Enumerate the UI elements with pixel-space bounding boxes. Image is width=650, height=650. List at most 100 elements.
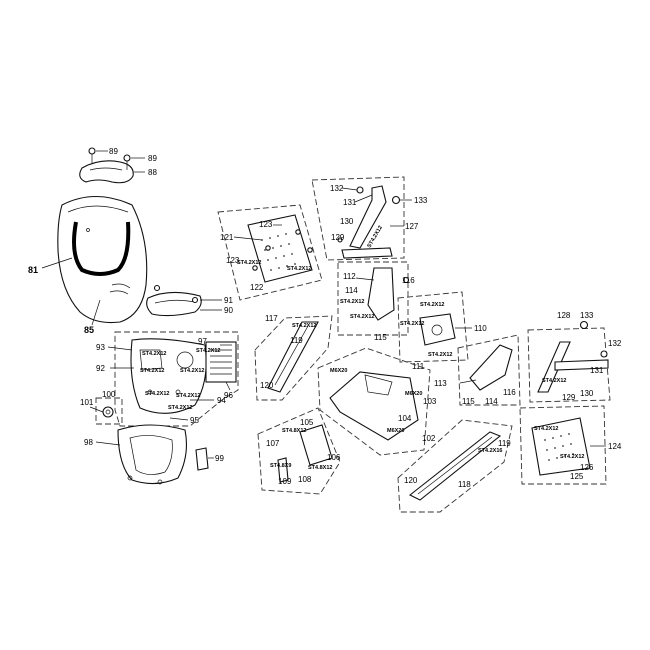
part-96-cover-97-screws bbox=[205, 341, 237, 383]
callout-122: 122 bbox=[250, 283, 264, 292]
callout-115-a: 115 bbox=[374, 333, 387, 342]
screw-label-11: ST4.2X12 bbox=[340, 299, 364, 305]
callout-91: 91 bbox=[224, 296, 233, 305]
callout-103: 103 bbox=[423, 397, 437, 406]
callout-116-b: 116 bbox=[503, 388, 516, 397]
callout-120-b: 120 bbox=[404, 476, 418, 485]
screw-label-8: ST4.2X12 bbox=[237, 260, 261, 266]
part-112-cover bbox=[367, 267, 410, 321]
part-113-panel bbox=[469, 344, 513, 391]
group-box-110-111 bbox=[397, 291, 469, 363]
part-110-housing bbox=[419, 313, 456, 346]
callout-88: 88 bbox=[148, 168, 157, 177]
callout-120-a: 120 bbox=[260, 381, 274, 390]
part-102-center-panel bbox=[329, 371, 419, 441]
screw-label-3: ST4.2X12 bbox=[180, 368, 204, 374]
screw-label-12: ST4.2X12 bbox=[350, 314, 374, 320]
screw-label-15: ST4.2X12 bbox=[428, 352, 452, 358]
screw-label-2: ST4.2X12 bbox=[140, 368, 164, 374]
callout-119-a: 119 bbox=[290, 336, 303, 345]
part-127-bracket bbox=[337, 185, 401, 259]
callout-133-a: 133 bbox=[414, 196, 428, 205]
part-90-cover bbox=[146, 284, 202, 317]
screw-label-7: ST4.2X12 bbox=[196, 348, 220, 354]
callout-114-b: 114 bbox=[485, 397, 498, 406]
callout-85: 85 bbox=[84, 325, 94, 335]
callout-89-b: 89 bbox=[148, 154, 157, 163]
callout-81: 81 bbox=[28, 265, 38, 275]
callout-102: 102 bbox=[422, 434, 436, 443]
callout-117: 117 bbox=[265, 314, 278, 323]
screw-label-21: ST4.8X9 bbox=[270, 463, 291, 469]
callout-116-a: 116 bbox=[402, 276, 415, 285]
callout-115-b: 115 bbox=[462, 397, 475, 406]
callout-131-b: 131 bbox=[590, 366, 604, 375]
callout-89-a: 89 bbox=[109, 147, 118, 156]
callout-99: 99 bbox=[215, 454, 224, 463]
screw-label-20: ST4.8X12 bbox=[282, 428, 306, 434]
callout-112: 112 bbox=[343, 272, 356, 281]
callout-104: 104 bbox=[398, 414, 412, 423]
group-box-127-133 bbox=[311, 176, 405, 261]
callout-106: 106 bbox=[327, 453, 341, 462]
callout-123-b: 123 bbox=[226, 256, 240, 265]
group-box-112-116 bbox=[337, 261, 409, 336]
screw-label-5: ST4.2X12 bbox=[176, 393, 200, 399]
callout-114-a: 114 bbox=[345, 286, 358, 295]
group-box-102-104 bbox=[317, 347, 431, 456]
callout-129-b: 129 bbox=[562, 393, 576, 402]
screw-label-18: M6X20 bbox=[405, 391, 422, 397]
callout-130-a: 130 bbox=[340, 217, 354, 226]
screw-label-4: ST4.2X12 bbox=[145, 391, 169, 397]
callout-132-a: 132 bbox=[330, 184, 344, 193]
group-box-128-133 bbox=[527, 327, 611, 403]
callout-105: 105 bbox=[300, 418, 314, 427]
callout-90: 90 bbox=[224, 306, 233, 315]
part-88-bracket bbox=[79, 147, 134, 184]
callout-126: 126 bbox=[580, 463, 594, 472]
part-98-lower-cover bbox=[117, 424, 187, 485]
callout-125: 125 bbox=[570, 472, 584, 481]
callout-119-b: 119 bbox=[498, 439, 511, 448]
callout-127: 127 bbox=[405, 222, 419, 231]
callout-98: 98 bbox=[84, 438, 93, 447]
screw-label-26: ST4.2X16 bbox=[478, 448, 502, 454]
group-box-124-126 bbox=[519, 405, 607, 485]
screw-label-13: ST4.2X12 bbox=[420, 302, 444, 308]
callout-100: 100 bbox=[102, 390, 116, 399]
screw-label-22: ST4.8X12 bbox=[308, 465, 332, 471]
callout-133-b: 133 bbox=[580, 311, 594, 320]
screw-label-1: ST4.2X12 bbox=[142, 351, 166, 357]
screw-label-24: ST4.2X12 bbox=[534, 426, 558, 432]
callout-94: 94 bbox=[217, 396, 226, 405]
callout-97: 97 bbox=[198, 337, 207, 346]
callout-92: 92 bbox=[96, 364, 105, 373]
part-92-inner-panel bbox=[130, 338, 207, 414]
callout-110: 110 bbox=[474, 324, 487, 333]
callout-131-a: 131 bbox=[343, 198, 357, 207]
screw-label-19: M6X20 bbox=[387, 428, 404, 434]
screw-label-16: ST4.2X12 bbox=[292, 323, 316, 329]
callout-113: 113 bbox=[434, 379, 447, 388]
part-118-side-strip bbox=[408, 431, 502, 501]
callout-118: 118 bbox=[458, 480, 471, 489]
screw-label-23: ST4.2X12 bbox=[542, 378, 566, 384]
group-box-113-116 bbox=[457, 334, 521, 406]
group-box-105-109 bbox=[257, 407, 341, 495]
group-box-117-120 bbox=[254, 315, 333, 401]
callout-111: 111 bbox=[412, 362, 425, 371]
part-124-floor-panel bbox=[531, 417, 591, 476]
part-81-front-shield bbox=[57, 196, 148, 324]
callout-123-a: 123 bbox=[259, 220, 273, 229]
callout-129-a: 129 bbox=[331, 233, 345, 242]
group-box-92-97 bbox=[114, 331, 239, 427]
part-117-side-strip bbox=[267, 321, 319, 393]
callout-95: 95 bbox=[190, 416, 199, 425]
callout-101: 101 bbox=[80, 398, 94, 407]
screw-label-25: ST4.2X12 bbox=[560, 454, 584, 460]
callout-109: 109 bbox=[278, 477, 292, 486]
callout-128: 128 bbox=[557, 311, 571, 320]
part-105-cover bbox=[277, 424, 333, 483]
